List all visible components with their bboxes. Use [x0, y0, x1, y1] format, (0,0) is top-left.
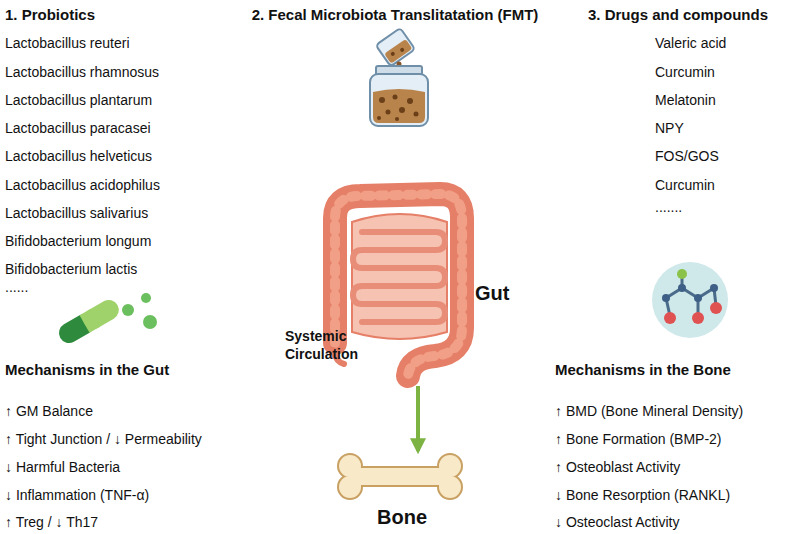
list-item: ↑ Tight Junction / ↓ Permeability [5, 431, 202, 448]
list-item: ↓ Harmful Bacteria [5, 459, 120, 476]
column-heading: 3. Drugs and compounds [588, 6, 768, 23]
flow-arrow [416, 386, 420, 451]
list-item: Lactobacillus acidophilus [5, 177, 160, 194]
list-item: ....... [655, 199, 682, 216]
bone-organ: Bone [330, 452, 474, 532]
list-item: Valeric acid [655, 35, 726, 52]
list-item: Bifidobacterium lactis [5, 261, 137, 278]
edge-label: Systemic Circulation [285, 327, 377, 363]
list-item: ...... [5, 279, 28, 296]
list-item: Lactobacillus reuteri [5, 35, 130, 52]
list-item: ↑ GM Balance [5, 403, 93, 420]
list-item: ↑ BMD (Bone Mineral Density) [555, 403, 743, 420]
section-heading: Mechanisms in the Bone [555, 361, 731, 378]
list-item: Lactobacillus salivarius [5, 205, 148, 222]
list-item: Lactobacillus rhamnosus [5, 64, 159, 81]
probiotic-capsule [55, 293, 157, 347]
organ-label: Gut [475, 282, 509, 304]
list-item: ↑ Bone Formation (BMP-2) [555, 431, 722, 448]
list-item: Bifidobacterium longum [5, 233, 151, 250]
molecule-icon [652, 262, 728, 338]
list-item: Lactobacillus plantarum [5, 92, 152, 109]
list-item: NPY [655, 120, 684, 137]
list-item: Curcumin [655, 177, 715, 194]
section-heading: Mechanisms in the Gut [5, 361, 169, 378]
list-item: Lactobacillus paracasei [5, 120, 151, 137]
list-item: ↑ Osteoblast Activity [555, 459, 680, 476]
bone-illustration [339, 455, 461, 498]
column-heading: 1. Probiotics [5, 6, 95, 23]
list-item: FOS/GOS [655, 148, 719, 165]
list-item: ↓ Osteoclast Activity [555, 514, 679, 531]
column-heading: 2. Fecal Microbiota Translitatation (FMT… [252, 6, 539, 23]
list-item: Lactobacillus helveticus [5, 148, 152, 165]
fmt-jars [370, 28, 428, 126]
organ-label: Bone [330, 506, 474, 528]
list-item: ↓ Inflammation (TNF-α) [5, 487, 149, 504]
list-item: ↑ Treg / ↓ Th17 [5, 514, 98, 531]
list-item: Curcumin [655, 64, 715, 81]
list-item: Melatonin [655, 92, 716, 109]
list-item: ↓ Bone Resorption (RANKL) [555, 487, 730, 504]
